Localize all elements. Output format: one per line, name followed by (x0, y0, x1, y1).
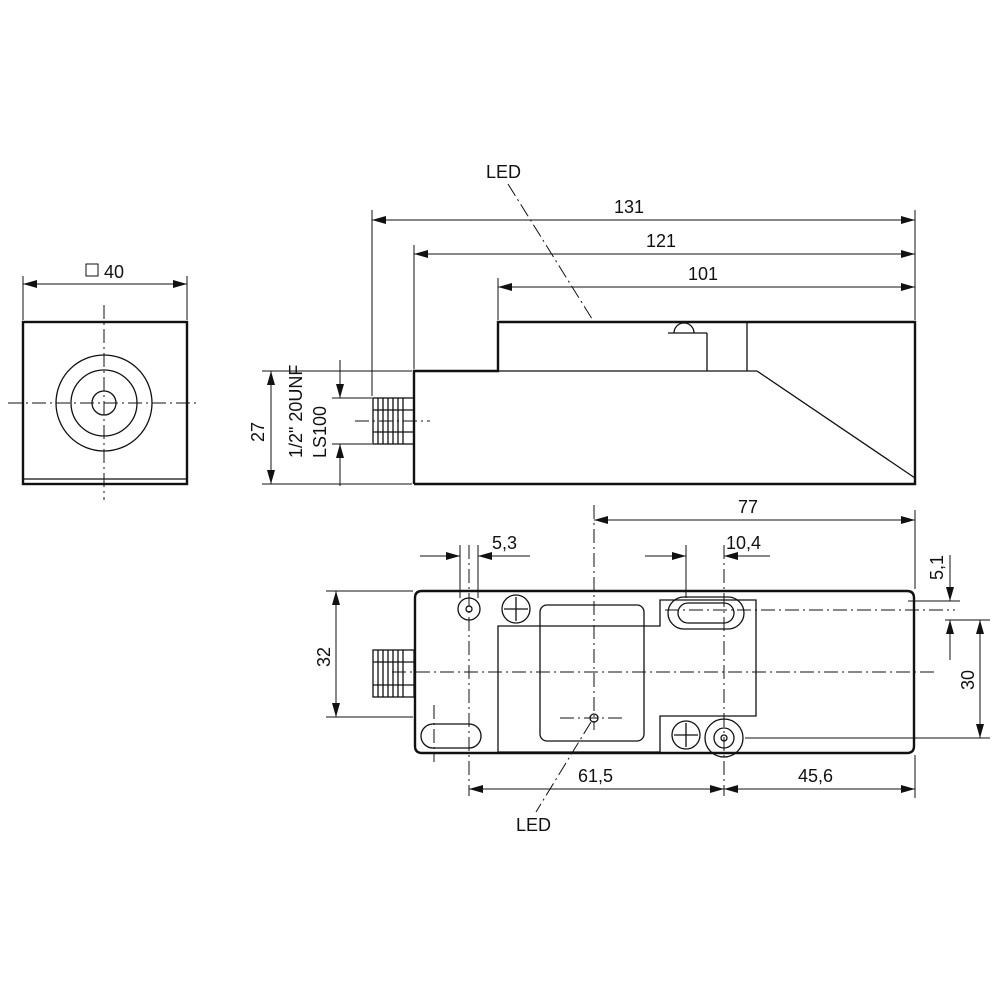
mount-slot-bottom-left (420, 723, 482, 749)
mount-slot-top-right-outer (667, 596, 745, 630)
dim-61-5-label: 61,5 (578, 766, 613, 786)
side-slope-line (756, 370, 916, 479)
side-body-outline (412, 320, 917, 486)
screw-icon-top (501, 594, 531, 624)
front-view: 40 (8, 262, 200, 500)
top-label-window (539, 604, 645, 742)
square-symbol-icon (85, 263, 99, 277)
side-led-leader (507, 183, 595, 323)
top-led-leader (535, 721, 592, 813)
side-view: LED 131 121 101 27 1/2" 20U (248, 162, 917, 486)
dim-40-label: 40 (104, 262, 124, 282)
dim-5-1-label: 5,1 (927, 555, 947, 580)
connector-type-label: LS100 (310, 406, 330, 458)
dim-10-4-label: 10,4 (726, 533, 761, 553)
side-led-label: LED (486, 162, 521, 182)
dim-45-6-label: 45,6 (798, 766, 833, 786)
dim-40-arrow-left (23, 280, 37, 288)
dim-27-label: 27 (248, 422, 268, 442)
dim-121-label: 121 (646, 231, 676, 251)
dim-131-label: 131 (614, 197, 644, 217)
dim-5-3-label: 5,3 (492, 533, 517, 553)
top-view: 77 5,3 10,4 5,1 30 3 (314, 497, 990, 835)
dim-32-label: 32 (314, 647, 334, 667)
mount-slot-top-right (677, 602, 735, 624)
dim-40-arrow-right (173, 280, 187, 288)
connector-thread-label: 1/2" 20UNF (286, 365, 306, 458)
dim-77-label: 77 (738, 497, 758, 517)
side-screw-icon (673, 322, 695, 334)
top-led-label: LED (516, 815, 551, 835)
dim-30-label: 30 (958, 670, 978, 690)
top-inner-panel (497, 599, 757, 753)
top-body-outline (413, 589, 916, 755)
screw-icon-bottom (671, 720, 701, 750)
dim-101-label: 101 (688, 264, 718, 284)
